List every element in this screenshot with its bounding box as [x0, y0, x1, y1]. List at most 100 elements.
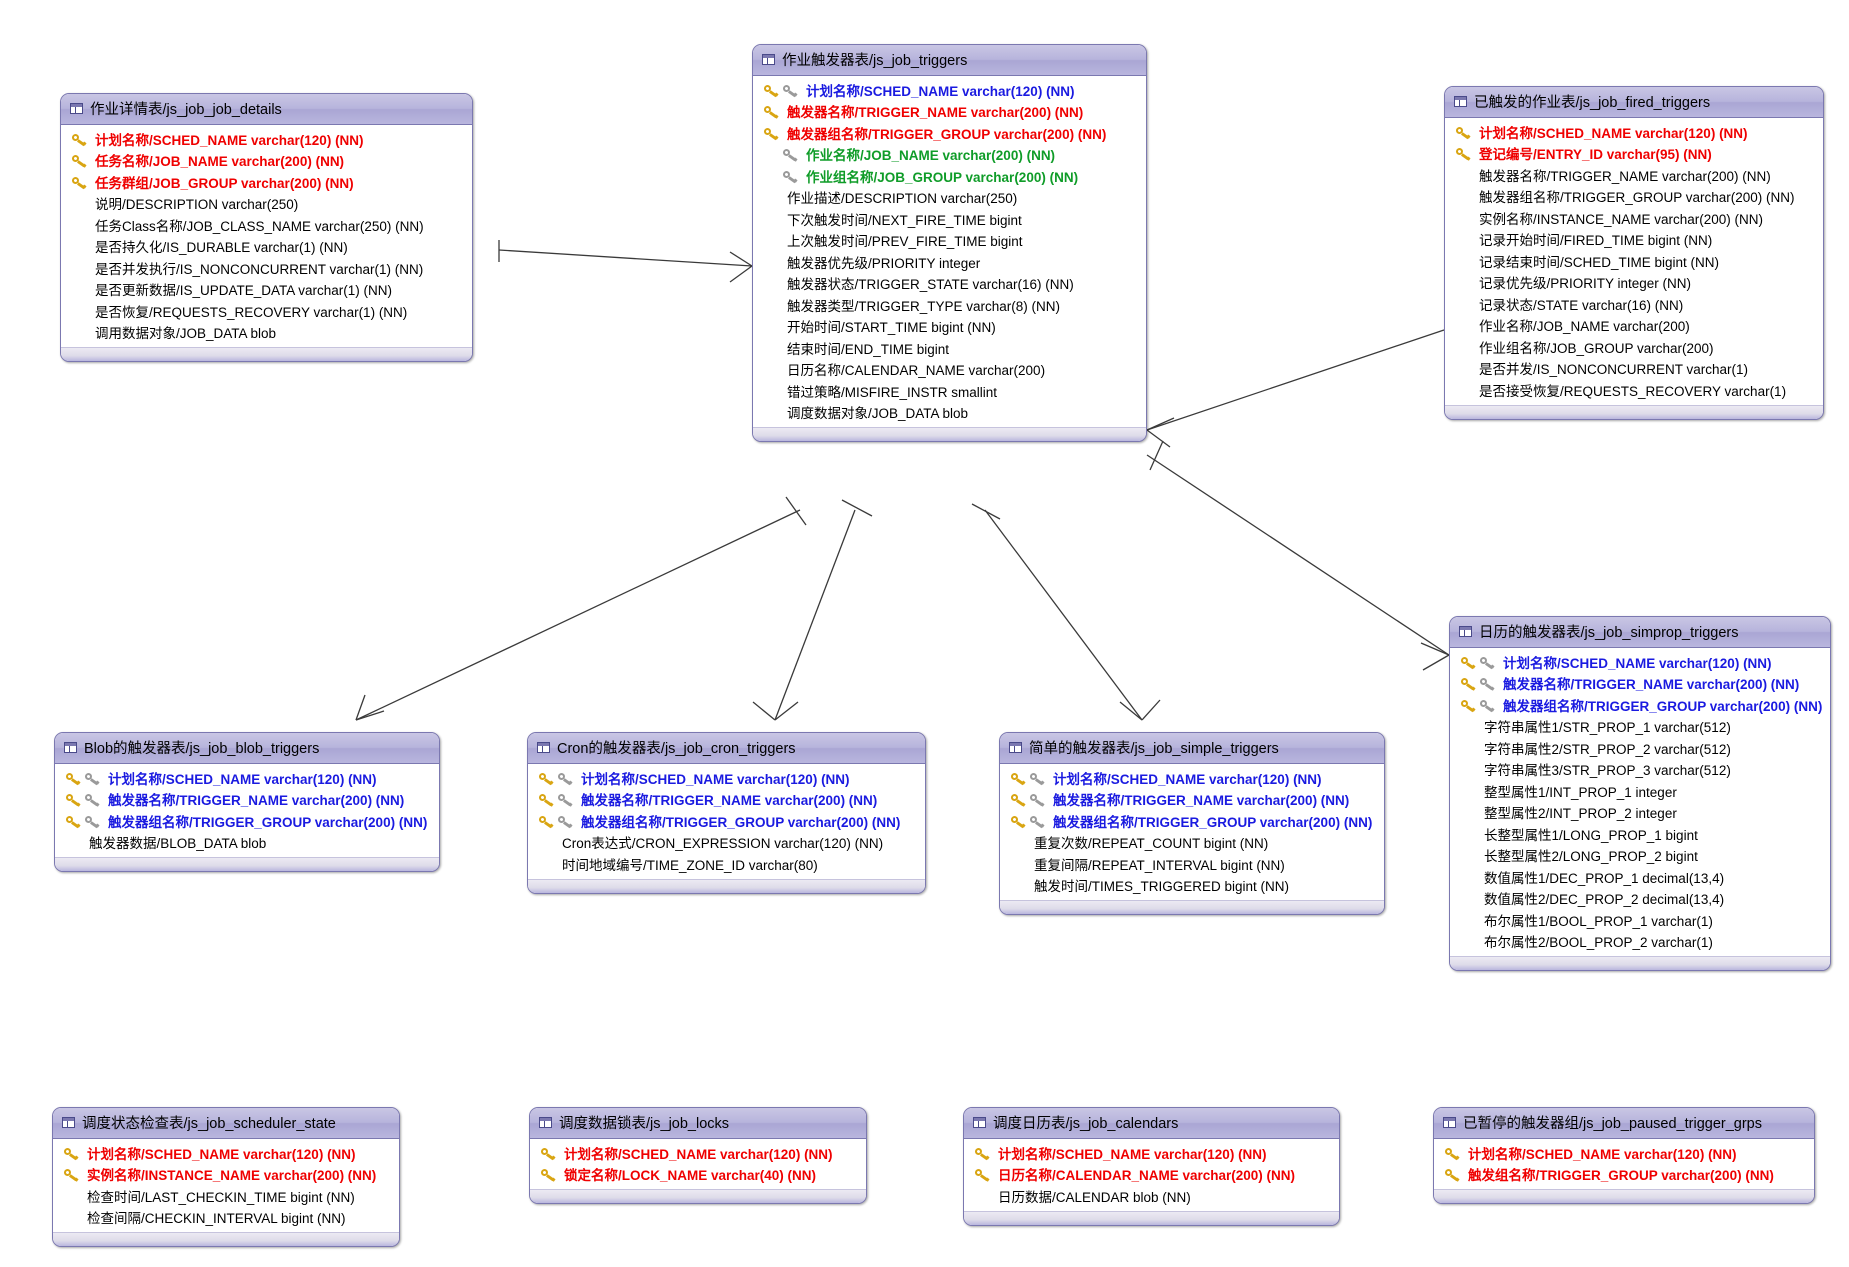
entity-header-simple_triggers[interactable]: 简单的触发器表/js_job_simple_triggers: [1000, 733, 1384, 764]
entity-cron_triggers[interactable]: Cron的触发器表/js_job_cron_triggers 计划名称/SCHED…: [527, 732, 926, 894]
attribute-row[interactable]: 是否恢复/REQUESTS_RECOVERY varchar(1) (NN): [61, 300, 472, 322]
entity-triggers[interactable]: 作业触发器表/js_job_triggers 计划名称/SCHED_NAME va…: [752, 44, 1147, 442]
attribute-row[interactable]: 实例名称/INSTANCE_NAME varchar(200) (NN): [53, 1164, 399, 1186]
entity-calendars[interactable]: 调度日历表/js_job_calendars 计划名称/SCHED_NAME va…: [963, 1107, 1340, 1226]
attribute-row[interactable]: 说明/DESCRIPTION varchar(250): [61, 193, 472, 215]
attribute-row[interactable]: 计划名称/SCHED_NAME varchar(120) (NN): [53, 1142, 399, 1164]
attribute-row[interactable]: 锁定名称/LOCK_NAME varchar(40) (NN): [530, 1164, 866, 1186]
entity-header-triggers[interactable]: 作业触发器表/js_job_triggers: [753, 45, 1146, 76]
attribute-row[interactable]: 计划名称/SCHED_NAME varchar(120) (NN): [1450, 651, 1830, 673]
attribute-row[interactable]: 任务Class名称/JOB_CLASS_NAME varchar(250) (N…: [61, 214, 472, 236]
attribute-row[interactable]: 日历名称/CALENDAR_NAME varchar(200) (NN): [964, 1164, 1339, 1186]
attribute-row[interactable]: 检查间隔/CHECKIN_INTERVAL bigint (NN): [53, 1207, 399, 1229]
entity-header-locks[interactable]: 调度数据锁表/js_job_locks: [530, 1108, 866, 1139]
attribute-row[interactable]: 字符串属性1/STR_PROP_1 varchar(512): [1450, 716, 1830, 738]
attribute-row[interactable]: 触发组名称/TRIGGER_GROUP varchar(200) (NN): [1434, 1164, 1814, 1186]
attribute-row[interactable]: 触发器名称/TRIGGER_NAME varchar(200) (NN): [1450, 673, 1830, 695]
attribute-row[interactable]: 结束时间/END_TIME bigint: [753, 337, 1146, 359]
entity-fired_triggers[interactable]: 已触发的作业表/js_job_fired_triggers 计划名称/SCHED_…: [1444, 86, 1824, 420]
attribute-row[interactable]: 计划名称/SCHED_NAME varchar(120) (NN): [1445, 121, 1823, 143]
attribute-row[interactable]: Cron表达式/CRON_EXPRESSION varchar(120) (NN…: [528, 832, 925, 854]
entity-simple_triggers[interactable]: 简单的触发器表/js_job_simple_triggers 计划名称/SCHED…: [999, 732, 1385, 915]
entity-header-calendars[interactable]: 调度日历表/js_job_calendars: [964, 1108, 1339, 1139]
attribute-row[interactable]: 作业名称/JOB_NAME varchar(200) (NN): [753, 144, 1146, 166]
attribute-row[interactable]: 触发器组名称/TRIGGER_GROUP varchar(200) (NN): [1445, 186, 1823, 208]
attribute-row[interactable]: 计划名称/SCHED_NAME varchar(120) (NN): [1000, 767, 1384, 789]
attribute-row[interactable]: 触发器名称/TRIGGER_NAME varchar(200) (NN): [528, 789, 925, 811]
entity-header-paused_trigger_grps[interactable]: 已暂停的触发器组/js_job_paused_trigger_grps: [1434, 1108, 1814, 1139]
attribute-row[interactable]: 登记编号/ENTRY_ID varchar(95) (NN): [1445, 143, 1823, 165]
attribute-row[interactable]: 检查时间/LAST_CHECKIN_TIME bigint (NN): [53, 1185, 399, 1207]
attribute-row[interactable]: 作业组名称/JOB_GROUP varchar(200): [1445, 336, 1823, 358]
attribute-row[interactable]: 触发器组名称/TRIGGER_GROUP varchar(200) (NN): [528, 810, 925, 832]
entity-locks[interactable]: 调度数据锁表/js_job_locks 计划名称/SCHED_NAME varch…: [529, 1107, 867, 1204]
attribute-row[interactable]: 日历数据/CALENDAR blob (NN): [964, 1185, 1339, 1207]
entity-blob_triggers[interactable]: Blob的触发器表/js_job_blob_triggers 计划名称/SCHED…: [54, 732, 440, 872]
attribute-row[interactable]: 是否并发/IS_NONCONCURRENT varchar(1): [1445, 358, 1823, 380]
entity-header-cron_triggers[interactable]: Cron的触发器表/js_job_cron_triggers: [528, 733, 925, 764]
attribute-row[interactable]: 数值属性1/DEC_PROP_1 decimal(13,4): [1450, 866, 1830, 888]
entity-header-simprop_triggers[interactable]: 日历的触发器表/js_job_simprop_triggers: [1450, 617, 1830, 648]
attribute-row[interactable]: 开始时间/START_TIME bigint (NN): [753, 316, 1146, 338]
attribute-row[interactable]: 重复次数/REPEAT_COUNT bigint (NN): [1000, 832, 1384, 854]
attribute-row[interactable]: 错过策略/MISFIRE_INSTR smallint: [753, 380, 1146, 402]
attribute-row[interactable]: 下次触发时间/NEXT_FIRE_TIME bigint: [753, 208, 1146, 230]
attribute-row[interactable]: 计划名称/SCHED_NAME varchar(120) (NN): [753, 79, 1146, 101]
attribute-row[interactable]: 重复间隔/REPEAT_INTERVAL bigint (NN): [1000, 853, 1384, 875]
attribute-row[interactable]: 上次触发时间/PREV_FIRE_TIME bigint: [753, 230, 1146, 252]
attribute-row[interactable]: 触发器名称/TRIGGER_NAME varchar(200) (NN): [753, 101, 1146, 123]
attribute-row[interactable]: 触发器名称/TRIGGER_NAME varchar(200) (NN): [1000, 789, 1384, 811]
attribute-row[interactable]: 计划名称/SCHED_NAME varchar(120) (NN): [55, 767, 439, 789]
attribute-row[interactable]: 调用数据对象/JOB_DATA blob: [61, 322, 472, 344]
attribute-row[interactable]: 触发器状态/TRIGGER_STATE varchar(16) (NN): [753, 273, 1146, 295]
attribute-row[interactable]: 触发器组名称/TRIGGER_GROUP varchar(200) (NN): [55, 810, 439, 832]
attribute-row[interactable]: 计划名称/SCHED_NAME varchar(120) (NN): [61, 128, 472, 150]
attribute-row[interactable]: 记录结束时间/SCHED_TIME bigint (NN): [1445, 250, 1823, 272]
attribute-row[interactable]: 触发器优先级/PRIORITY integer: [753, 251, 1146, 273]
attribute-row[interactable]: 记录开始时间/FIRED_TIME bigint (NN): [1445, 229, 1823, 251]
attribute-row[interactable]: 计划名称/SCHED_NAME varchar(120) (NN): [530, 1142, 866, 1164]
attribute-row[interactable]: 实例名称/INSTANCE_NAME varchar(200) (NN): [1445, 207, 1823, 229]
attribute-row[interactable]: 触发器名称/TRIGGER_NAME varchar(200) (NN): [55, 789, 439, 811]
attribute-row[interactable]: 整型属性1/INT_PROP_1 integer: [1450, 780, 1830, 802]
entity-header-scheduler_state[interactable]: 调度状态检查表/js_job_scheduler_state: [53, 1108, 399, 1139]
attribute-row[interactable]: 数值属性2/DEC_PROP_2 decimal(13,4): [1450, 888, 1830, 910]
attribute-row[interactable]: 时间地域编号/TIME_ZONE_ID varchar(80): [528, 853, 925, 875]
attribute-row[interactable]: 记录状态/STATE varchar(16) (NN): [1445, 293, 1823, 315]
attribute-row[interactable]: 日历名称/CALENDAR_NAME varchar(200): [753, 359, 1146, 381]
attribute-row[interactable]: 长整型属性1/LONG_PROP_1 bigint: [1450, 823, 1830, 845]
attribute-row[interactable]: 触发器组名称/TRIGGER_GROUP varchar(200) (NN): [753, 122, 1146, 144]
attribute-row[interactable]: 调度数据对象/JOB_DATA blob: [753, 402, 1146, 424]
attribute-row[interactable]: 作业描述/DESCRIPTION varchar(250): [753, 187, 1146, 209]
entity-header-fired_triggers[interactable]: 已触发的作业表/js_job_fired_triggers: [1445, 87, 1823, 118]
entity-header-blob_triggers[interactable]: Blob的触发器表/js_job_blob_triggers: [55, 733, 439, 764]
entity-paused_trigger_grps[interactable]: 已暂停的触发器组/js_job_paused_trigger_grps 计划名称/…: [1433, 1107, 1815, 1204]
attribute-row[interactable]: 触发器组名称/TRIGGER_GROUP varchar(200) (NN): [1450, 694, 1830, 716]
attribute-row[interactable]: 任务名称/JOB_NAME varchar(200) (NN): [61, 150, 472, 172]
attribute-row[interactable]: 字符串属性2/STR_PROP_2 varchar(512): [1450, 737, 1830, 759]
attribute-row[interactable]: 触发器组名称/TRIGGER_GROUP varchar(200) (NN): [1000, 810, 1384, 832]
entity-simprop_triggers[interactable]: 日历的触发器表/js_job_simprop_triggers 计划名称/SCHE…: [1449, 616, 1831, 971]
attribute-row[interactable]: 作业组名称/JOB_GROUP varchar(200) (NN): [753, 165, 1146, 187]
attribute-row[interactable]: 触发器类型/TRIGGER_TYPE varchar(8) (NN): [753, 294, 1146, 316]
attribute-row[interactable]: 触发器名称/TRIGGER_NAME varchar(200) (NN): [1445, 164, 1823, 186]
attribute-row[interactable]: 是否更新数据/IS_UPDATE_DATA varchar(1) (NN): [61, 279, 472, 301]
attribute-row[interactable]: 计划名称/SCHED_NAME varchar(120) (NN): [528, 767, 925, 789]
attribute-row[interactable]: 布尔属性2/BOOL_PROP_2 varchar(1): [1450, 931, 1830, 953]
attribute-row[interactable]: 触发时间/TIMES_TRIGGERED bigint (NN): [1000, 875, 1384, 897]
entity-scheduler_state[interactable]: 调度状态检查表/js_job_scheduler_state 计划名称/SCHED…: [52, 1107, 400, 1247]
attribute-row[interactable]: 记录优先级/PRIORITY integer (NN): [1445, 272, 1823, 294]
attribute-row[interactable]: 是否并发执行/IS_NONCONCURRENT varchar(1) (NN): [61, 257, 472, 279]
attribute-row[interactable]: 整型属性2/INT_PROP_2 integer: [1450, 802, 1830, 824]
attribute-row[interactable]: 计划名称/SCHED_NAME varchar(120) (NN): [964, 1142, 1339, 1164]
attribute-row[interactable]: 是否持久化/IS_DURABLE varchar(1) (NN): [61, 236, 472, 258]
attribute-row[interactable]: 触发器数据/BLOB_DATA blob: [55, 832, 439, 854]
attribute-row[interactable]: 作业名称/JOB_NAME varchar(200): [1445, 315, 1823, 337]
attribute-row[interactable]: 计划名称/SCHED_NAME varchar(120) (NN): [1434, 1142, 1814, 1164]
attribute-row[interactable]: 布尔属性1/BOOL_PROP_1 varchar(1): [1450, 909, 1830, 931]
attribute-row[interactable]: 字符串属性3/STR_PROP_3 varchar(512): [1450, 759, 1830, 781]
attribute-row[interactable]: 任务群组/JOB_GROUP varchar(200) (NN): [61, 171, 472, 193]
attribute-row[interactable]: 是否接受恢复/REQUESTS_RECOVERY varchar(1): [1445, 379, 1823, 401]
attribute-row[interactable]: 长整型属性2/LONG_PROP_2 bigint: [1450, 845, 1830, 867]
